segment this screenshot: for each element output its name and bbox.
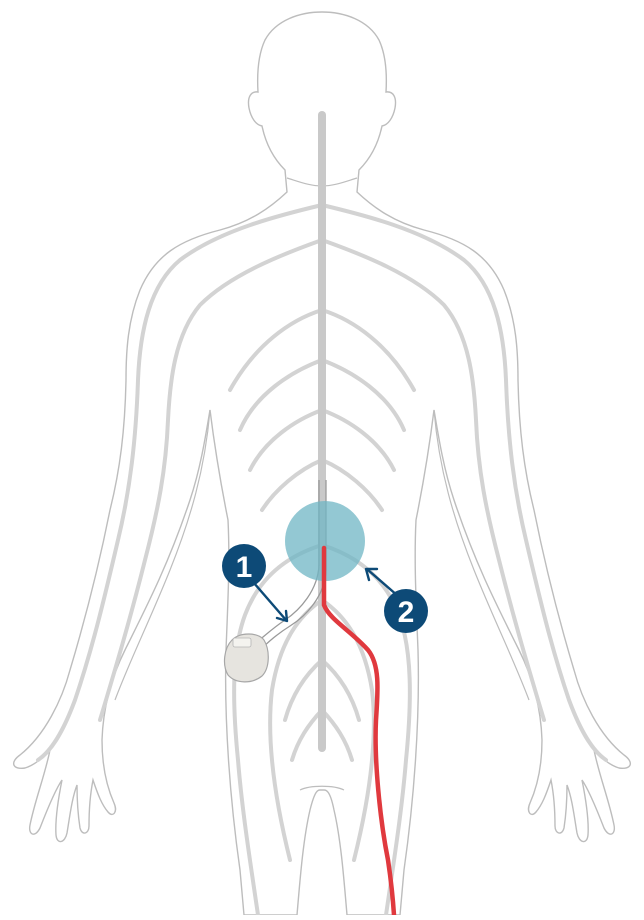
callout-2-number: 2	[398, 596, 415, 629]
callout-1-number: 1	[236, 551, 253, 584]
device-header	[233, 638, 251, 647]
callout-1-badge: 1	[222, 544, 266, 588]
implanted-pulse-generator	[225, 634, 269, 682]
callout-2-badge: 2	[384, 589, 428, 633]
